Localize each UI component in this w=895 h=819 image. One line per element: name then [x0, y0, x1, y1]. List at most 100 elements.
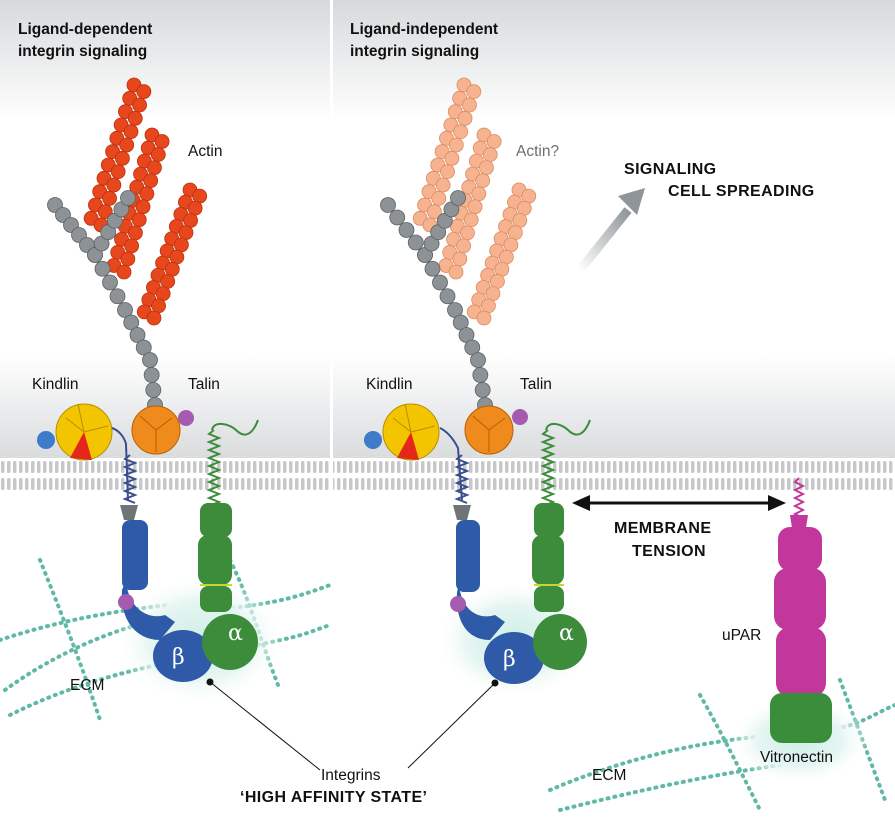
- actin-monomer: [154, 134, 170, 149]
- actin-monomer: [123, 124, 139, 140]
- actin-monomer: [486, 134, 502, 149]
- left-panel-title-line2: integrin signaling: [18, 43, 147, 60]
- actin-monomer: [97, 204, 113, 220]
- actin-filaments-left: [83, 77, 208, 326]
- talin-rod-domain: [135, 339, 152, 356]
- cell-spreading-label: CELL SPREADING: [668, 183, 815, 200]
- talin-rod-domain: [450, 190, 466, 206]
- talin-rod-domain: [432, 274, 448, 291]
- talin-label-right: Talin: [520, 376, 552, 393]
- right-panel-title-line2: integrin signaling: [350, 43, 479, 60]
- plasma-membrane-right: [333, 458, 895, 492]
- talin-rod-domain: [109, 288, 126, 305]
- upar-protein: [774, 477, 826, 697]
- actin-monomer: [466, 84, 482, 100]
- beta-subunit-left: [118, 505, 213, 682]
- alpha-transmembrane-coil-right: [540, 429, 556, 507]
- integrins-label: Integrins: [321, 767, 381, 784]
- actin-monomer: [479, 160, 494, 176]
- actin-monomer: [106, 177, 122, 193]
- actin-monomer: [110, 164, 126, 180]
- actin-monomer: [462, 97, 477, 113]
- actin-monomer: [463, 212, 479, 228]
- beta-tail-spring-right: [439, 427, 463, 501]
- talin-rod-domain: [424, 260, 441, 277]
- upar-anchor-coil: [792, 477, 806, 519]
- actin-monomer: [128, 225, 143, 241]
- talin-rod-domain: [123, 314, 140, 331]
- actin-monomer: [452, 251, 468, 267]
- actin-monomer: [475, 173, 491, 189]
- actin-monomer: [136, 84, 152, 100]
- signaling-label: SIGNALING: [624, 161, 717, 178]
- right-panel-title-line1: Ligand-independent: [350, 21, 498, 38]
- talin-rod-domain: [472, 367, 489, 383]
- talin-rod-domain: [389, 209, 406, 226]
- talin-rod-domain: [439, 288, 456, 305]
- kindlin-label-left: Kindlin: [32, 376, 79, 393]
- talin-rod-right: [380, 190, 493, 413]
- tension-label: TENSION: [632, 543, 706, 560]
- actin-monomer: [426, 204, 442, 220]
- talin-rod-domain: [145, 382, 162, 398]
- talin-head-left: [131, 405, 194, 455]
- actin-monomer: [150, 147, 166, 162]
- actin-monomer: [127, 110, 143, 126]
- talin-rod-domain: [474, 382, 491, 398]
- actin-monomer: [120, 251, 136, 267]
- actin-monomer: [444, 150, 460, 166]
- plasma-membrane-left: [0, 458, 330, 492]
- talin-label-left: Talin: [188, 376, 220, 393]
- actin-monomer: [476, 310, 492, 326]
- actin-monomer: [124, 238, 140, 254]
- actin-monomer: [467, 199, 483, 215]
- upar-label: uPAR: [722, 627, 761, 644]
- kindlin-label-right: Kindlin: [366, 376, 413, 393]
- actin-monomer: [482, 147, 498, 162]
- talin-rod-domain: [129, 327, 146, 343]
- vitronectin-label: Vitronectin: [760, 749, 833, 766]
- talin-rod-domain: [143, 367, 160, 383]
- talin-head-right: [464, 405, 528, 455]
- talin-rod-domain: [102, 274, 118, 291]
- actin-monomer: [457, 110, 473, 126]
- beta-label-right: β: [503, 647, 516, 672]
- actin-monomer: [102, 190, 117, 206]
- left-panel-title-line1: Ligand-dependent: [18, 21, 152, 38]
- actin-monomer: [431, 190, 447, 206]
- actin-monomer: [440, 164, 455, 180]
- actin-monomer: [146, 310, 162, 326]
- high-affinity-state-label: ‘HIGH AFFINITY STATE’: [240, 789, 427, 806]
- alpha-tail-left: [211, 419, 259, 436]
- talin-rod-left: [47, 190, 163, 413]
- actin-monomer: [456, 238, 472, 254]
- actin-label-left: Actin: [188, 143, 222, 160]
- beta-transmembrane-coil-left: [122, 454, 138, 504]
- alpha-transmembrane-coil-left: [206, 429, 222, 507]
- actin-monomer: [119, 137, 135, 153]
- panel-divider: [330, 0, 333, 819]
- talin-rod-domain: [398, 222, 415, 238]
- actin-monomer: [460, 225, 475, 241]
- actin-monomer: [453, 124, 469, 140]
- actin-filaments-right: [412, 77, 537, 326]
- actin-monomer: [135, 199, 151, 215]
- alpha-tail-right: [545, 419, 591, 436]
- beta-subunit-right: [450, 505, 544, 684]
- actin-monomer: [132, 97, 147, 113]
- actin-monomer: [147, 160, 162, 176]
- alpha-label-left: α: [228, 621, 243, 646]
- beta-tail-spring-left: [111, 427, 129, 501]
- actin-monomer: [471, 186, 487, 202]
- vitronectin-protein: [770, 693, 832, 743]
- signaling-arrow: [576, 188, 645, 273]
- talin-rod-domain: [94, 260, 111, 277]
- actin-monomer: [139, 186, 155, 202]
- actin-label-right: Actin?: [516, 143, 559, 160]
- talin-rod-domain: [407, 234, 424, 251]
- integrin-pointer-lines: [206, 678, 499, 771]
- actin-monomer: [448, 137, 464, 153]
- talin-rod-domain: [470, 352, 486, 368]
- talin-rod-domain: [120, 190, 136, 206]
